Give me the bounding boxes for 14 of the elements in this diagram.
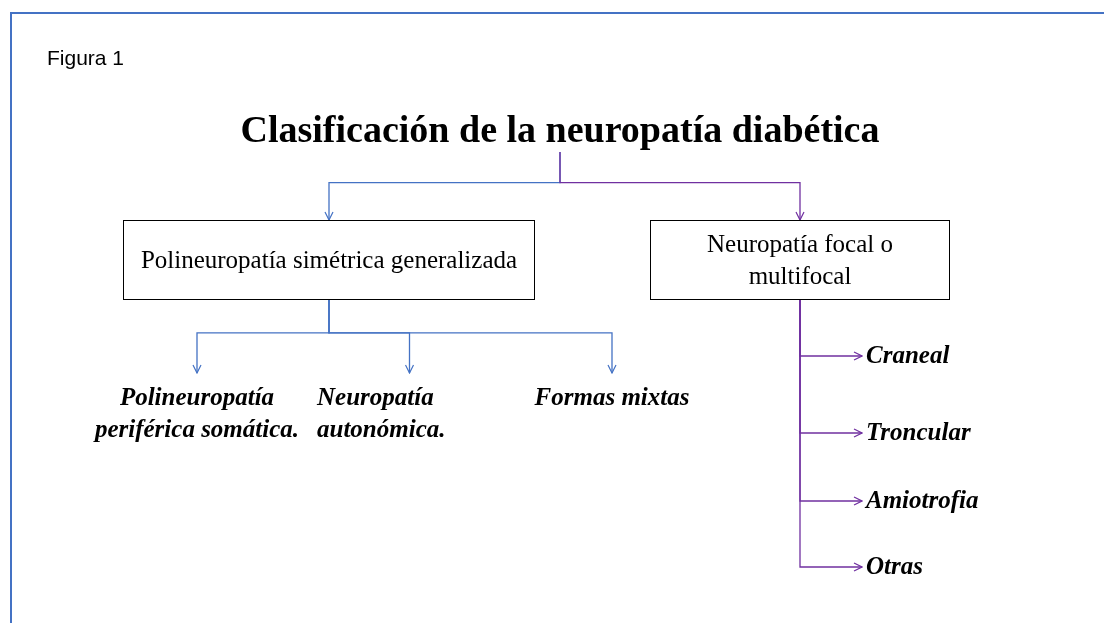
connector-arrow [328,299,617,374]
subtype-label: Amiotrofia [862,484,1012,518]
category-box: Neuropatía focal o multifocal [650,220,950,300]
diagram-heading: Clasificación de la neuropatía diabética [170,106,950,152]
connector-arrow [559,151,805,221]
connector-arrow [799,299,863,572]
category-box: Polineuropatía simétrica generalizada [123,220,535,300]
figure-label: Figura 1 [47,45,125,71]
subtype-label: Formas mixtas [510,373,714,417]
subtype-label: Otras [862,550,992,584]
subtype-label: Craneal [862,339,992,373]
subtype-label: Troncular [862,416,992,450]
subtype-label: Neuropatía autonómica. [317,373,502,453]
subtype-label: Polineuropatía periférica somática. [88,373,306,483]
